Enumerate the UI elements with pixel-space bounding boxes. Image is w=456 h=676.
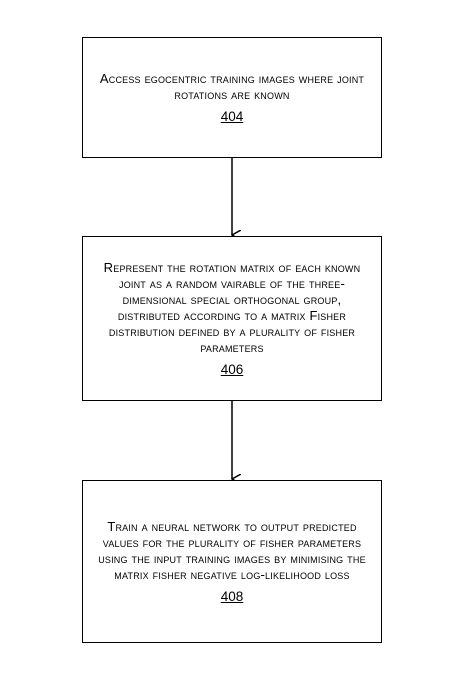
step-reference-number: 406 xyxy=(220,362,244,377)
step-reference-number: 404 xyxy=(220,109,244,124)
step-text: Access egocentric training images where … xyxy=(99,71,365,102)
step-box-408: Train a neural network to output predict… xyxy=(82,480,382,643)
step-text: Train a neural network to output predict… xyxy=(98,519,366,582)
step-text: Represent the rotation matrix of each kn… xyxy=(103,260,361,355)
step-reference-number: 408 xyxy=(220,589,244,604)
step-box-404: Access egocentric training images where … xyxy=(82,37,382,158)
step-box-406: Represent the rotation matrix of each kn… xyxy=(82,236,382,401)
